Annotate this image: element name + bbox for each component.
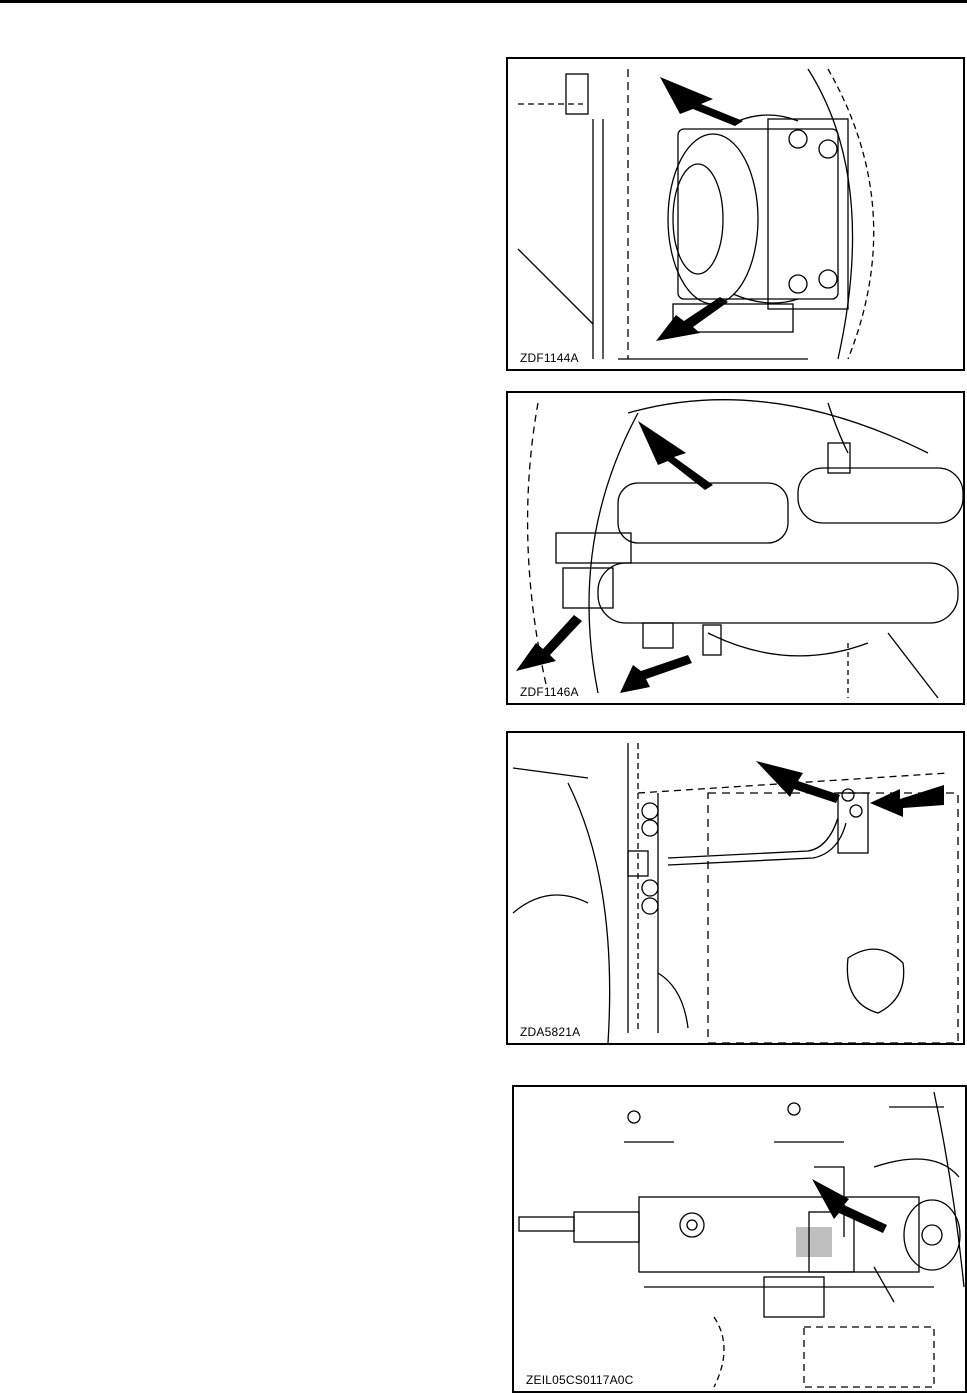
- figure-3-illustration: [508, 733, 965, 1045]
- page-header-rule: [0, 0, 967, 3]
- figure-2-illustration: [508, 393, 965, 705]
- figure-code: ZDF1146A: [518, 685, 581, 699]
- figure-2: ZDF1146A: [506, 391, 965, 705]
- figure-1: ZDF1144A: [506, 57, 965, 371]
- figure-3: ZDA5821A: [506, 731, 965, 1045]
- figure-code: ZDA5821A: [518, 1025, 582, 1039]
- figure-4-illustration: [514, 1087, 967, 1393]
- figure-code: ZDF1144A: [518, 351, 581, 365]
- figure-1-illustration: [508, 59, 965, 371]
- figure-4: ZEIL05CS0117A0C: [512, 1085, 967, 1393]
- figure-code: ZEIL05CS0117A0C: [524, 1373, 636, 1387]
